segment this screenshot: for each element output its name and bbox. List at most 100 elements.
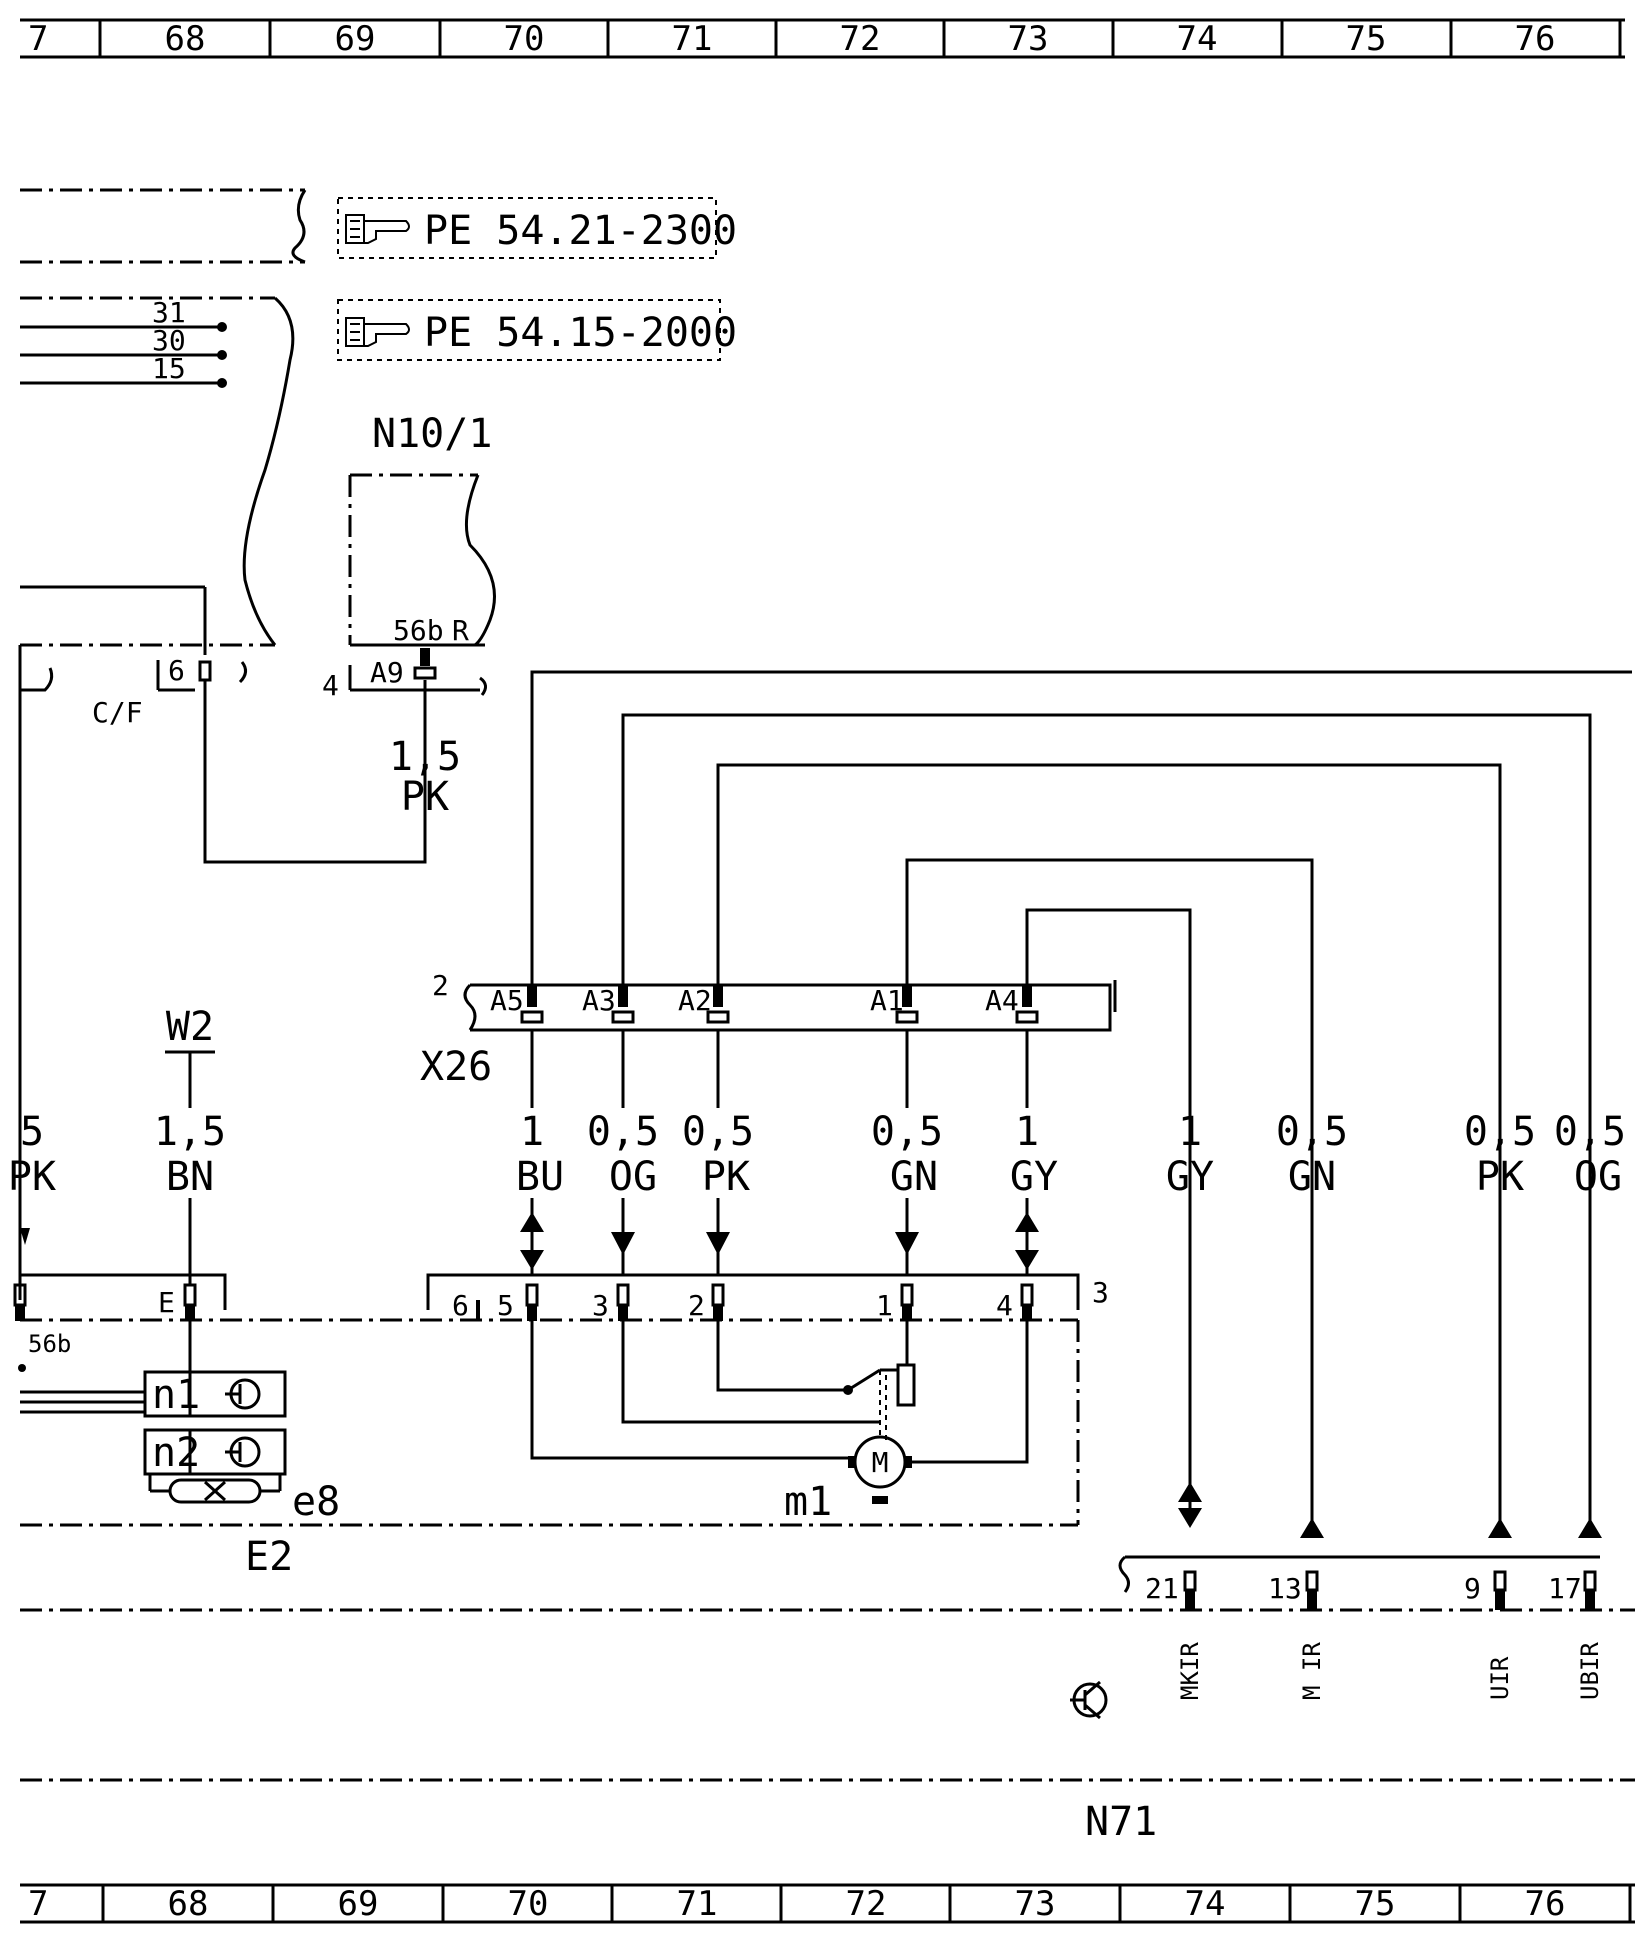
n71-pin-13: 13 xyxy=(1268,1572,1302,1605)
wire-8-gauge: 1 xyxy=(1178,1109,1202,1155)
wire-6-color: GN xyxy=(890,1154,938,1200)
e-pin-label: E xyxy=(158,1286,175,1319)
e8-label: e8 xyxy=(292,1479,340,1525)
wire-5-color: PK xyxy=(702,1154,750,1200)
top-col-9: 76 xyxy=(1515,19,1556,59)
wire-1-gauge: 5 xyxy=(20,1109,44,1155)
n71-signal-mir: M IR xyxy=(1298,1642,1326,1700)
reference-box-1[interactable]: PE 54.21-2300 xyxy=(337,197,737,259)
conn3-pin-3: 3 xyxy=(592,1289,609,1322)
bottom-col-9: 76 xyxy=(1525,1884,1566,1924)
n10-1-wire-gauge: 1,5 xyxy=(389,734,461,780)
n71-module: N71 21 13 9 17 MKIR M IR UIR UBIR xyxy=(20,1555,1635,1845)
bottom-col-5: 72 xyxy=(846,1884,887,1924)
supply-terminals: 31 30 15 xyxy=(20,296,295,646)
wire-3-gauge: 1 xyxy=(520,1109,544,1155)
reference-text-2: PE 54.15-2000 xyxy=(424,310,737,356)
transistor-icon xyxy=(225,1436,261,1468)
bottom-col-7: 74 xyxy=(1185,1884,1226,1924)
n10-1-wire-color: PK xyxy=(401,774,449,820)
n10-1-r: R xyxy=(452,614,469,647)
transistor-icon xyxy=(225,1378,261,1410)
conn3-pin-2: 2 xyxy=(688,1289,705,1322)
top-col-6: 73 xyxy=(1008,19,1049,59)
n71-signal-mkir: MKIR xyxy=(1176,1642,1204,1700)
m1-label: m1 xyxy=(784,1479,832,1525)
n10-1-4: 4 xyxy=(322,669,339,702)
top-col-2: 69 xyxy=(335,19,376,59)
x26-pin-a3: A3 xyxy=(582,984,616,1017)
m1-motor-circuit: M m1 xyxy=(530,1320,1029,1525)
wire-11-gauge: 0,5 xyxy=(1554,1109,1626,1155)
top-col-8: 75 xyxy=(1346,19,1387,59)
x26-to-conn3-wires xyxy=(18,1030,1029,1275)
top-col-1: 68 xyxy=(165,19,206,59)
wire-9-gauge: 0,5 xyxy=(1276,1109,1348,1155)
conn3-pin-4: 4 xyxy=(996,1289,1013,1322)
w2-label: W2 xyxy=(166,1004,214,1050)
wire-labels: 5 PK 1,5 BN 1 BU 0,5 OG 0,5 PK 0,5 GN 1 … xyxy=(8,1109,1626,1200)
bottom-col-4: 71 xyxy=(677,1884,718,1924)
top-col-5: 72 xyxy=(840,19,881,59)
motor-icon: M xyxy=(848,1435,912,1489)
n71-signal-ubir: UBIR xyxy=(1576,1642,1604,1700)
bottom-col-1: 68 xyxy=(168,1884,209,1924)
top-col-0: 7 xyxy=(28,19,48,59)
x26-pin-2: 2 xyxy=(432,969,449,1002)
left-pin-6: 6 xyxy=(168,654,185,687)
n2-label: n2 xyxy=(152,1430,200,1476)
wire-4-color: OG xyxy=(609,1154,657,1200)
bottom-col-3: 70 xyxy=(508,1884,549,1924)
motor-m-label: M xyxy=(872,1446,889,1479)
n71-pin-21: 21 xyxy=(1145,1572,1179,1605)
bottom-col-2: 69 xyxy=(338,1884,379,1924)
n71-label: N71 xyxy=(1085,1799,1157,1845)
n10-1-label: N10/1 xyxy=(372,411,492,457)
x26-loop-wires xyxy=(530,670,1632,1525)
terminal-31: 31 xyxy=(152,296,186,329)
conn3-module: 3 E2 E 56b 6 5 3 2 1 4 xyxy=(13,1273,1109,1580)
conn3-pin-5: 5 xyxy=(497,1289,514,1322)
wire-2-color: BN xyxy=(166,1154,214,1200)
n10-1-pin-56b: 56b xyxy=(393,614,444,647)
wire-10-color: PK xyxy=(1476,1154,1524,1200)
x26-pin-a5: A5 xyxy=(490,984,524,1017)
n10-1-module: N10/1 56b R A9 4 1,5 PK xyxy=(322,411,496,820)
n71-signal-uir: UIR xyxy=(1486,1656,1514,1700)
wire-4-gauge: 0,5 xyxy=(587,1109,659,1155)
bottom-col-8: 75 xyxy=(1355,1884,1396,1924)
bottom-col-0: 7 xyxy=(28,1884,48,1924)
conn3-pin-1: 1 xyxy=(876,1289,893,1322)
wire-11-color: OG xyxy=(1574,1154,1622,1200)
reference-box-2[interactable]: PE 54.15-2000 xyxy=(337,299,737,361)
top-col-3: 70 xyxy=(504,19,545,59)
x26-pin-a2: A2 xyxy=(678,984,712,1017)
x26-label: X26 xyxy=(420,1044,492,1090)
e2-label: E2 xyxy=(245,1534,293,1580)
conn3-pin-6: 6 xyxy=(452,1289,469,1322)
pin-56b-label: 56b xyxy=(28,1330,71,1358)
left-module: 6 C/F xyxy=(18,585,427,1300)
wire-9-color: GN xyxy=(1288,1154,1336,1200)
terminal-30: 30 xyxy=(152,324,186,357)
transistor-icon xyxy=(1070,1680,1108,1720)
wire-3-color: BU xyxy=(516,1154,564,1200)
top-grid-ruler: 7 68 69 70 71 72 73 74 75 76 xyxy=(20,18,1625,59)
bottom-grid-ruler: 7 68 69 70 71 72 73 74 75 76 xyxy=(20,1883,1635,1924)
n1-n2-e8-block: n1 n2 e8 xyxy=(20,1370,340,1525)
wire-5-gauge: 0,5 xyxy=(682,1109,754,1155)
wire-1-color: PK xyxy=(8,1154,56,1200)
bottom-col-6: 73 xyxy=(1015,1884,1056,1924)
top-col-4: 71 xyxy=(672,19,713,59)
n71-pin-17: 17 xyxy=(1548,1572,1582,1605)
top-col-7: 74 xyxy=(1177,19,1218,59)
signal-arrows xyxy=(20,1212,1602,1538)
wire-6-gauge: 0,5 xyxy=(871,1109,943,1155)
x26-pin-a4: A4 xyxy=(985,984,1019,1017)
lamp-icon xyxy=(148,1474,282,1504)
reference-text-1: PE 54.21-2300 xyxy=(424,208,737,254)
wire-8-color: GY xyxy=(1166,1154,1214,1200)
wire-7-color: GY xyxy=(1010,1154,1058,1200)
